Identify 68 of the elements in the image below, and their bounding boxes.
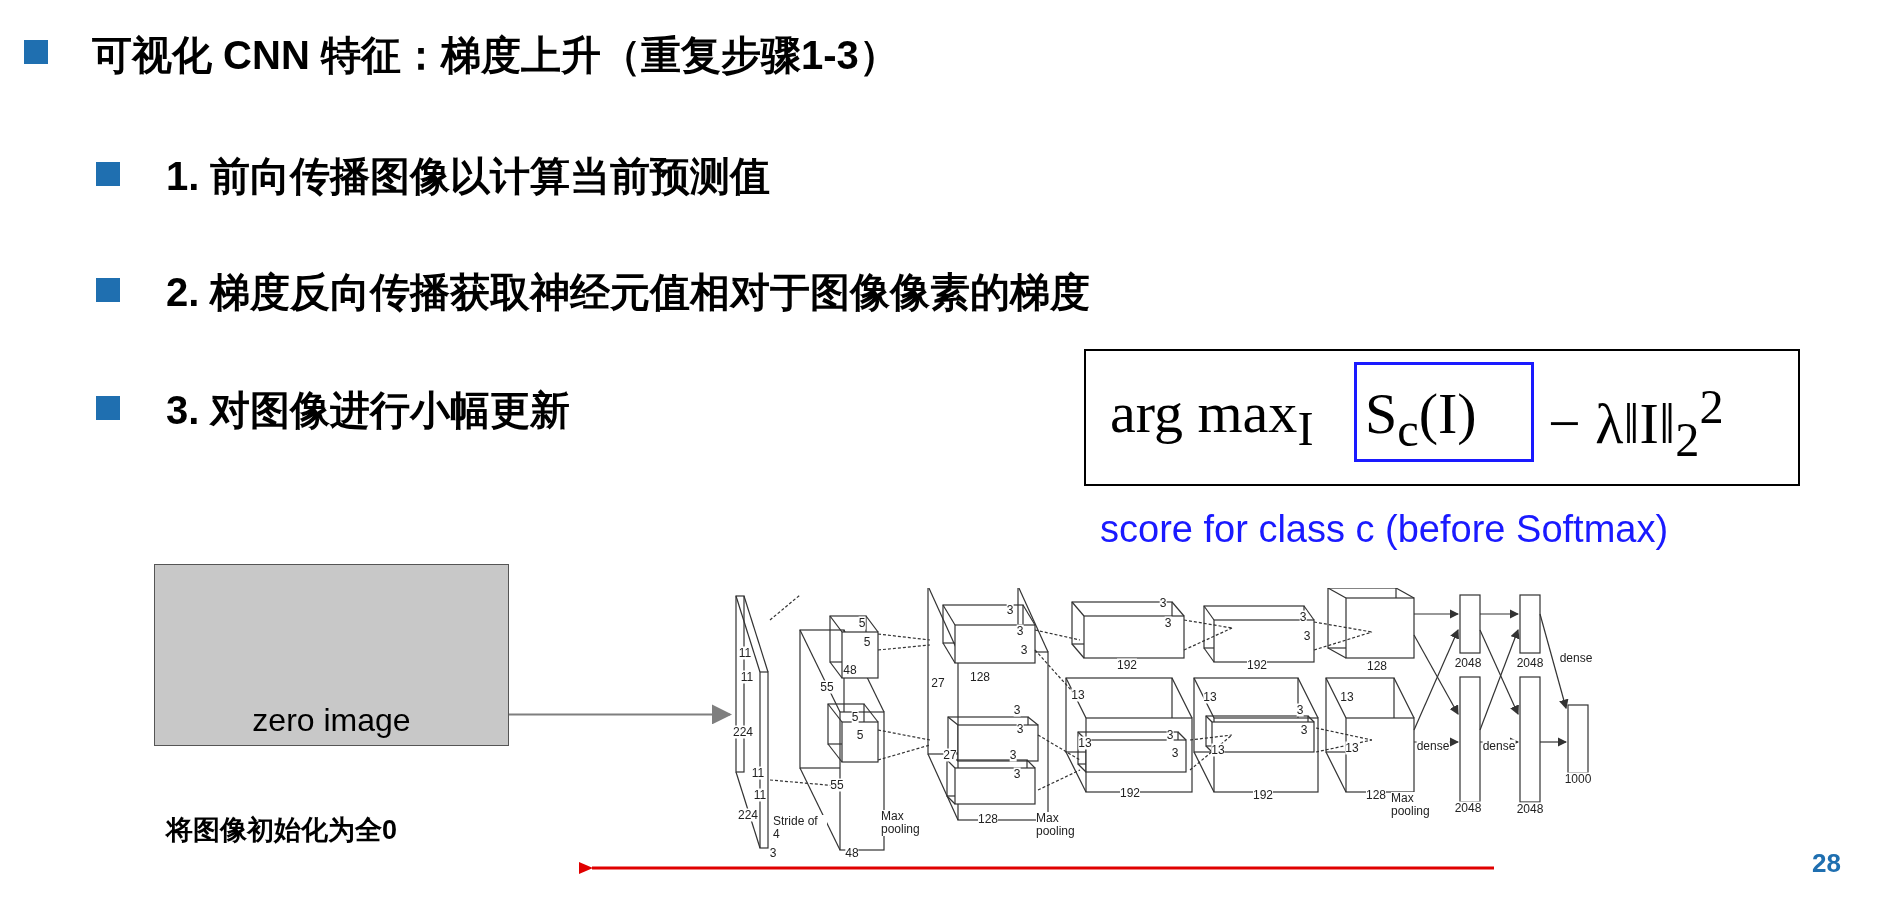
- caption-text: 将图像初始化为全0: [166, 814, 398, 847]
- layer-size-label: 224: [733, 725, 753, 739]
- layer-size-label: 3: [1020, 643, 1028, 657]
- slide-title: 可视化 CNN 特征：梯度上升（重复步骤1-3）: [92, 32, 899, 79]
- layer-size-label: 13: [1203, 690, 1217, 704]
- layer-size-label: 3: [1009, 748, 1017, 762]
- layer-size-label: 48: [845, 846, 859, 860]
- layer-size-label: 128: [978, 812, 998, 826]
- layer-size-label: 1000: [1564, 772, 1592, 786]
- arrow: [508, 704, 732, 725]
- layer-size-label: 13: [1071, 688, 1085, 702]
- layer-size-label: dense: [1559, 651, 1593, 665]
- layer-size-label: 11: [740, 670, 754, 684]
- layer-size-label: 5: [858, 616, 866, 630]
- layer-size-label: 11: [753, 788, 767, 802]
- formula-term: S$_{c}$(I): [1365, 380, 1477, 457]
- bullet-text: 1. 前向传播图像以计算当前预测值: [166, 153, 771, 200]
- formula-box: [1084, 349, 1800, 486]
- layer-size-label: 128: [1367, 659, 1387, 673]
- layer-size-label: 192: [1253, 788, 1273, 802]
- layer-size-label: 3: [1164, 616, 1172, 630]
- layer-size-label: 13: [1345, 741, 1359, 755]
- layer-size-label: 192: [1117, 658, 1137, 672]
- layer-size-label: 3: [1171, 746, 1179, 760]
- layer-size-label: 224: [738, 808, 758, 822]
- layer-size-label: 192: [1247, 658, 1267, 672]
- layer-size-label: 3: [1159, 596, 1167, 610]
- layer-size-label: 192: [1120, 786, 1140, 800]
- layer-size-label: 3: [1016, 624, 1024, 638]
- layer-size-label: 13: [1340, 690, 1354, 704]
- layer-size-label: 55: [830, 778, 844, 792]
- layer-size-label: 5: [851, 710, 859, 724]
- layer-size-label: 128: [970, 670, 990, 684]
- layer-size-label: 3: [1299, 610, 1307, 624]
- layer-size-label: 3: [1013, 767, 1021, 781]
- layer-size-label: 2048: [1454, 656, 1482, 670]
- layer-size-label: dense: [1482, 739, 1516, 753]
- layer-size-label: 3: [1300, 723, 1308, 737]
- layer-size-label: 3: [1013, 703, 1021, 717]
- layer-size-label: 11: [751, 766, 765, 780]
- layer-size-label: 5: [863, 635, 871, 649]
- blank-image: zero image: [154, 564, 509, 746]
- layer-size-label: Stride of 4: [773, 815, 827, 841]
- layer-size-label: 2048: [1454, 801, 1482, 815]
- bullet-text: 3. 对图像进行小幅更新: [166, 387, 571, 434]
- layer-size-label: 2048: [1516, 802, 1544, 816]
- formula-text: arg max$_{I}$: [1110, 379, 1314, 456]
- layer-size-label: 27: [931, 676, 945, 690]
- annotation-text: score for class c (before Softmax): [1100, 508, 1669, 551]
- layer-size-label: 3: [769, 846, 777, 860]
- layer-size-label: 55: [820, 680, 834, 694]
- layer-size-label: 27: [943, 748, 957, 762]
- layer-size-label: 128: [1366, 788, 1386, 802]
- layer-size-label: 5: [856, 728, 864, 742]
- layer-size-label: dense: [1416, 739, 1450, 753]
- page-number: 28: [1812, 848, 1841, 879]
- layer-size-label: 11: [738, 646, 752, 660]
- layer-size-label: 13: [1211, 743, 1225, 757]
- bullet-text: 2. 梯度反向传播获取神经元值相对于图像像素的梯度: [166, 269, 1091, 316]
- layer-size-label: 48: [843, 663, 857, 677]
- layer-size-label: 3: [1296, 703, 1304, 717]
- layer-size-label: 3: [1303, 629, 1311, 643]
- highlight-box: [1354, 362, 1534, 462]
- layer-size-label: 3: [1166, 728, 1174, 742]
- layer-size-label: 13: [1078, 736, 1092, 750]
- layer-size-label: 3: [1006, 603, 1014, 617]
- layer-size-label: 2048: [1516, 656, 1544, 670]
- layer-size-label: 3: [1016, 722, 1024, 736]
